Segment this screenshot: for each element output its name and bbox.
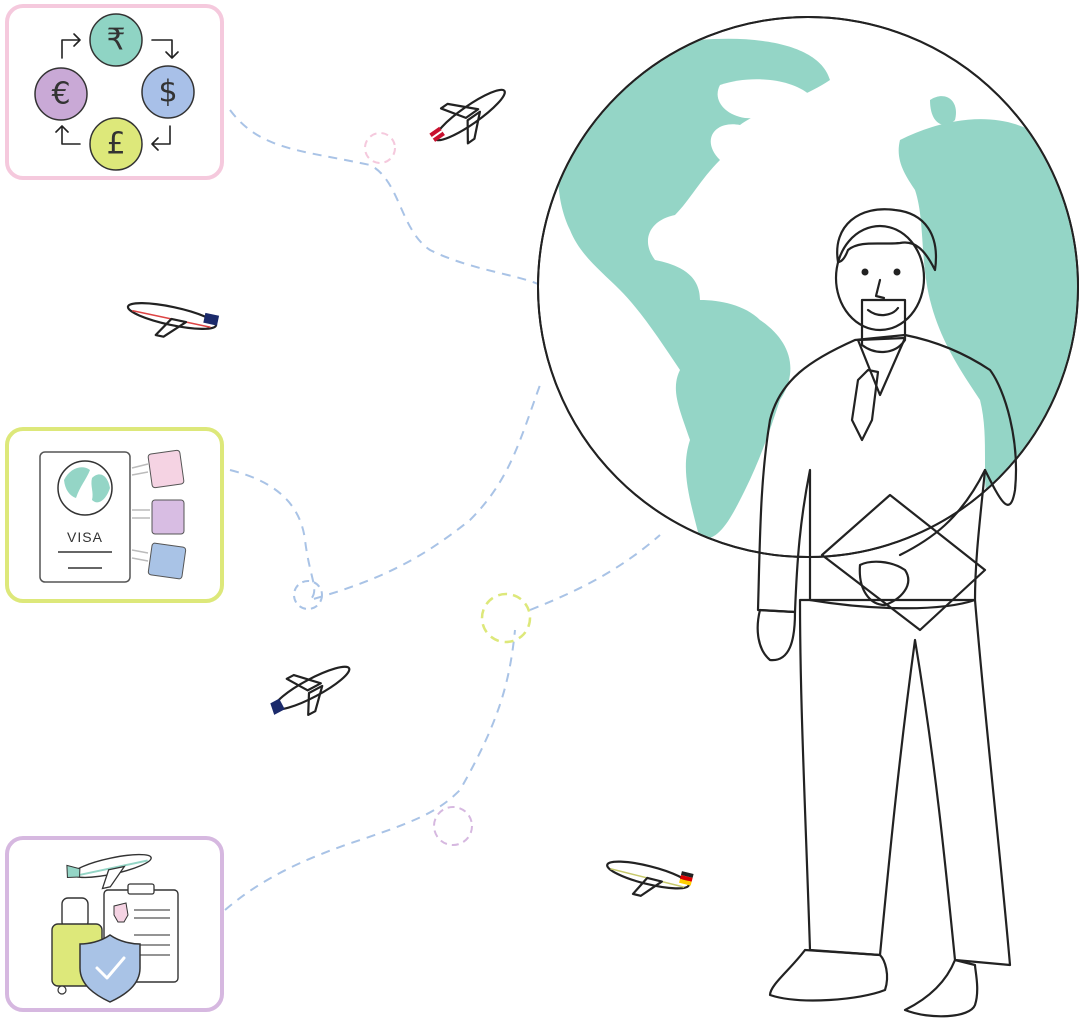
- travel-insurance-card: [5, 836, 224, 1012]
- visa-label: VISA: [67, 529, 103, 545]
- airplane-germany: [606, 860, 694, 897]
- shield-check-icon: [79, 934, 141, 1003]
- visa-card: VISA: [5, 427, 224, 603]
- nose: [874, 278, 886, 300]
- left-hand: [756, 608, 797, 662]
- businessman: [756, 208, 1018, 1018]
- exchange-arrows: [55, 33, 179, 151]
- globe: [537, 16, 1079, 558]
- airplane-navy: [270, 665, 351, 717]
- americas-landmass: [558, 38, 830, 541]
- right-shoe: [903, 958, 979, 1018]
- small-airplane-icon: [66, 853, 152, 890]
- waypoint-blue: [293, 580, 323, 610]
- europe-africa-landmass: [898, 119, 1077, 520]
- waypoint-pink: [364, 132, 396, 164]
- route-right: [529, 534, 661, 611]
- rupee-coin: ₹: [89, 13, 143, 67]
- flight-routes: [224, 109, 661, 911]
- right-hand: [858, 560, 910, 607]
- shirt-collar: [856, 336, 907, 397]
- waypoint-yellow: [480, 592, 532, 644]
- dollar-symbol: $: [158, 75, 177, 110]
- greenland-gap: [717, 79, 810, 119]
- island-landmass: [930, 96, 956, 125]
- boarding-tickets: [131, 449, 187, 580]
- airplane-australia: [126, 302, 220, 338]
- neck: [860, 298, 907, 353]
- rupee-symbol: ₹: [106, 23, 125, 58]
- hair: [836, 208, 938, 272]
- globe-icon: [57, 460, 113, 516]
- right-eye: [893, 268, 901, 276]
- dollar-coin: $: [141, 65, 195, 119]
- face: [834, 224, 926, 332]
- smile: [866, 306, 900, 317]
- trousers: [798, 598, 1012, 967]
- right-sleeve-line: [898, 468, 987, 557]
- euro-symbol: €: [51, 77, 70, 112]
- route-middle: [229, 384, 541, 603]
- route-top: [229, 109, 541, 286]
- euro-coin: €: [34, 67, 88, 121]
- pound-coin: £: [89, 117, 143, 171]
- necktie: [850, 368, 880, 442]
- left-eye: [861, 268, 869, 276]
- airplane-uk: [429, 88, 506, 145]
- route-bottom: [224, 629, 516, 911]
- waypoint-purple: [433, 806, 473, 846]
- pound-symbol: £: [106, 127, 125, 162]
- left-shoe: [768, 948, 889, 1002]
- currency-exchange-card: ₹ $ £ €: [5, 4, 224, 180]
